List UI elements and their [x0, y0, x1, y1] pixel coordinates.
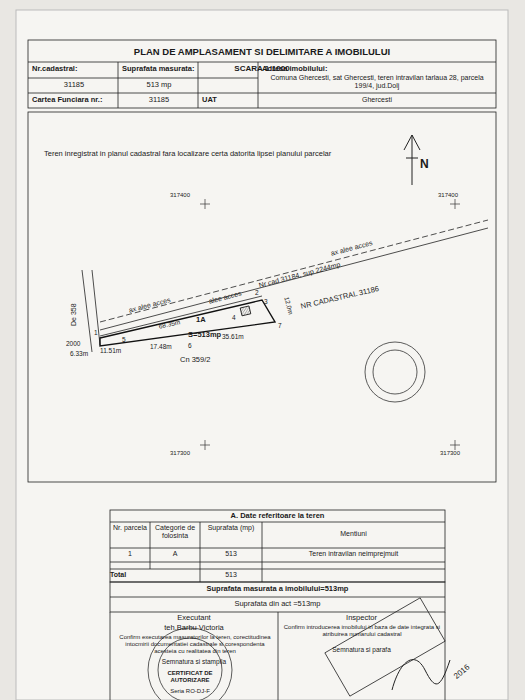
point-number: 1 — [94, 329, 98, 336]
table-header: Suprafata (mp) — [200, 524, 262, 532]
table-cell: 513 — [200, 550, 262, 558]
sheet — [16, 10, 508, 700]
coordinate: 317400 — [170, 192, 190, 199]
neighbour-label: Nr cad 31184, sup 2244mp — [258, 261, 341, 290]
field-value: 513 mp — [122, 81, 196, 90]
field-label: Cartea Funciara nr.: — [32, 96, 102, 105]
dimension: 6.33m — [70, 350, 88, 357]
coordinate: 317300 — [440, 450, 460, 457]
parcel-number: 1A — [196, 316, 206, 325]
neighbour-label: NR CADASTRAL 31186 — [300, 285, 380, 311]
stamp-text: CERTIFICAT DE AUTORIZARE — [165, 670, 215, 684]
signature-date: 2016 — [452, 663, 472, 681]
parcel-outline — [100, 300, 275, 346]
table-heading: A. Date referitoare la teren — [110, 512, 445, 521]
plan-frame — [28, 112, 496, 482]
coordinate: 317400 — [438, 192, 458, 199]
field-label: Nr.cadastral: — [32, 65, 77, 74]
table-cell: 513 — [200, 571, 262, 579]
table-cell: 1 — [110, 550, 150, 558]
access-alley — [100, 220, 488, 336]
point-number: 3 — [264, 298, 268, 305]
parcel-area: S=513mp — [188, 331, 221, 340]
signature-role: Executant — [110, 614, 278, 623]
north-arrow — [404, 135, 420, 185]
field-value: 31185 — [122, 96, 196, 105]
field-value: Ghercesti — [262, 96, 492, 104]
signature-note: Semnatura si stampila — [110, 658, 278, 665]
point-number: 4 — [232, 314, 236, 321]
neighbour-label: Cn 359/2 — [180, 356, 210, 365]
signature-name: teh.Barbu Victoria — [110, 624, 278, 633]
building — [240, 306, 251, 316]
table-cell: A — [150, 550, 200, 558]
point-number: 5 — [122, 336, 126, 343]
dimension: 12.0m — [283, 296, 295, 315]
field-label: UAT — [202, 96, 217, 105]
table-header: Mentiuni — [262, 530, 445, 538]
header-table — [28, 40, 496, 108]
alley-label: alee acces — [208, 290, 242, 306]
table-cell: Teren intravilan neimprejmuit — [262, 550, 445, 558]
field-value: Comuna Ghercesti, sat Ghercesti, teren i… — [262, 74, 492, 90]
north-label: N — [420, 158, 429, 172]
coordinate: 317300 — [170, 450, 190, 457]
field-value: 31185 — [32, 81, 116, 90]
signature-note: Confirm executarea masuratorilor la tere… — [116, 634, 274, 655]
road — [82, 270, 100, 352]
field-label: Adresa imobilului: — [262, 65, 327, 74]
table-note: Suprafata din act =513mp — [110, 600, 445, 609]
table-header: Categorie de folosinta — [150, 524, 200, 540]
road-label: De 358 — [70, 303, 78, 326]
alley-label: ax alee acces — [330, 239, 373, 258]
signature-role: Inspector — [278, 614, 445, 623]
table-cell: Total — [110, 571, 200, 579]
dimension: 68.35m — [158, 318, 181, 330]
table-header: Nr. parcela — [110, 524, 150, 532]
point-number: 2000 — [66, 340, 80, 347]
dimension: 35.61m — [222, 333, 244, 340]
signature — [392, 660, 450, 690]
stamp-text: Seria RO-DJ-F — [160, 688, 220, 695]
plan-title: PLAN DE AMPLASAMENT SI DELIMITARE A IMOB… — [28, 46, 496, 57]
point-number: 7 — [278, 322, 282, 329]
table-note: Suprafata masurata a imobilului=513mp — [110, 585, 445, 594]
note: Teren inregistrat in planul cadastral fa… — [44, 150, 331, 159]
field-label: Suprafata masurata: — [122, 65, 195, 74]
alley-label: ax alee acces — [128, 296, 171, 315]
signature-note: Semnatura si parafa — [278, 646, 445, 653]
round-stamp — [365, 342, 425, 402]
signature-note: Confirm introducerea imobilului in baza … — [282, 624, 442, 638]
grid-crosses — [200, 199, 460, 450]
dimension: 17.48m — [150, 343, 172, 350]
point-number: 2 — [255, 289, 259, 296]
point-number: 6 — [188, 342, 192, 349]
data-table — [110, 510, 445, 582]
dimension: 11.51m — [100, 347, 121, 354]
